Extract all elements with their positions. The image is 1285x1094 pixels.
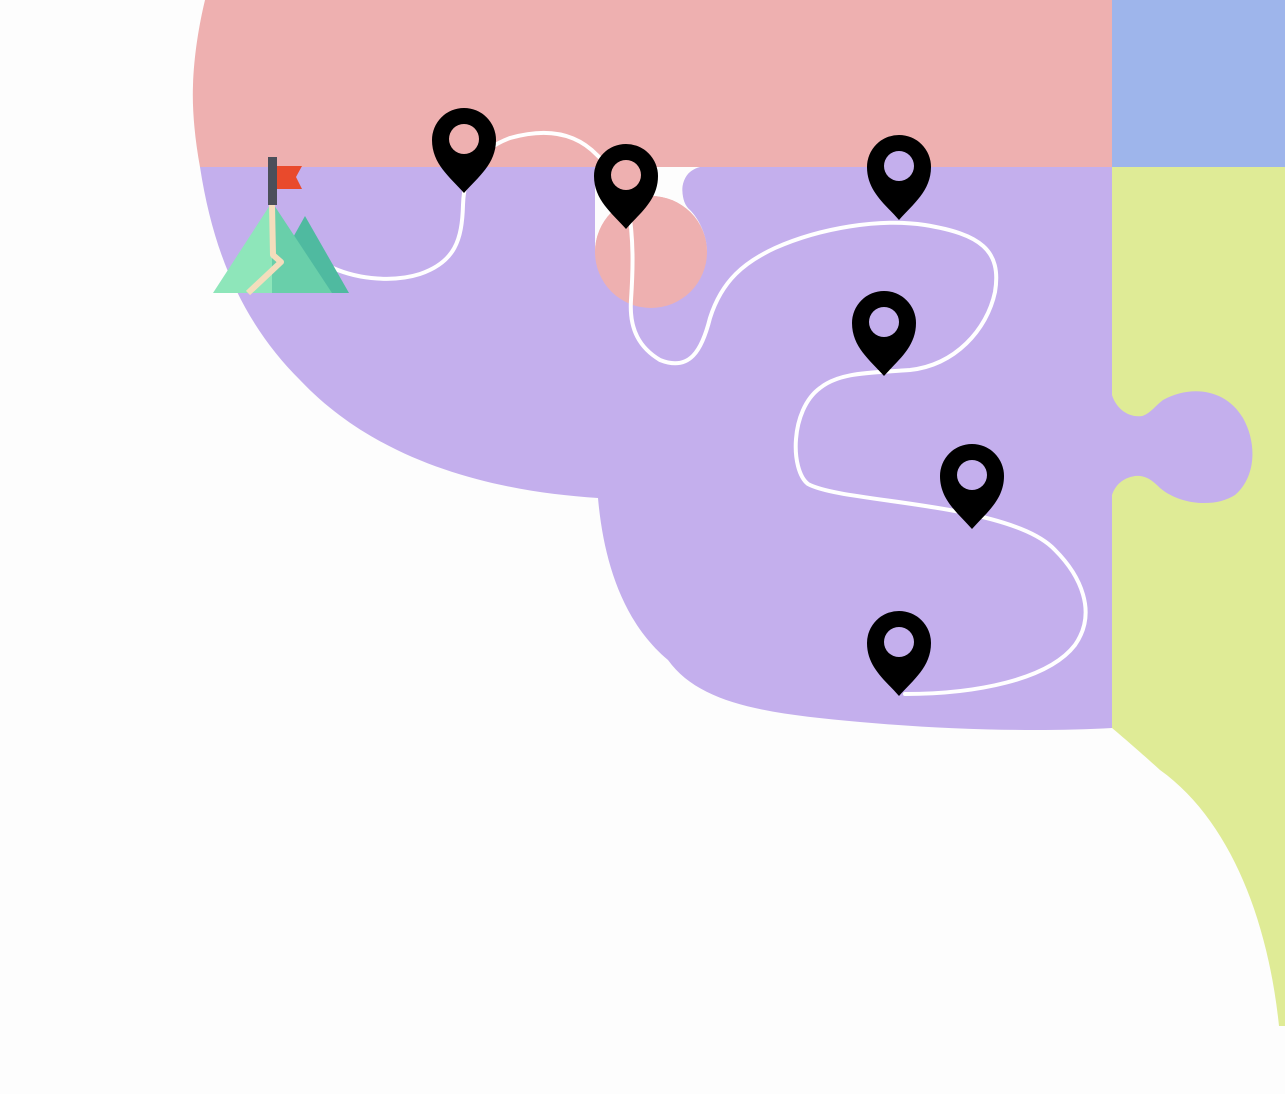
flag — [277, 166, 302, 189]
location-pin-icon — [940, 444, 1004, 529]
mountain-trail — [245, 204, 284, 296]
location-pin-icon — [594, 144, 658, 229]
waypoint-4-hole — [869, 307, 899, 337]
puzzle-piece-purple — [200, 167, 1253, 730]
location-pin-icon — [867, 135, 931, 220]
mountain-front-right — [272, 202, 332, 293]
flag-pole — [268, 157, 277, 205]
location-pin-icon — [852, 291, 916, 376]
mountain-flag-icon — [213, 157, 349, 296]
waypoint-pins — [432, 108, 1004, 696]
location-pin-icon — [867, 611, 931, 696]
waypoint-1-hole — [449, 124, 479, 154]
waypoint-6-hole — [884, 627, 914, 657]
waypoint-3-hole — [884, 151, 914, 181]
waypoint-2-hole — [611, 160, 641, 190]
puzzle-piece-green — [1112, 167, 1285, 1026]
location-pin-icon — [432, 108, 496, 193]
puzzle-notch — [682, 167, 707, 214]
puzzle-piece-blue — [1112, 0, 1285, 167]
waypoint-5-hole — [957, 460, 987, 490]
route-line — [331, 130, 1088, 696]
puzzle-piece-pink — [192, 0, 1112, 167]
